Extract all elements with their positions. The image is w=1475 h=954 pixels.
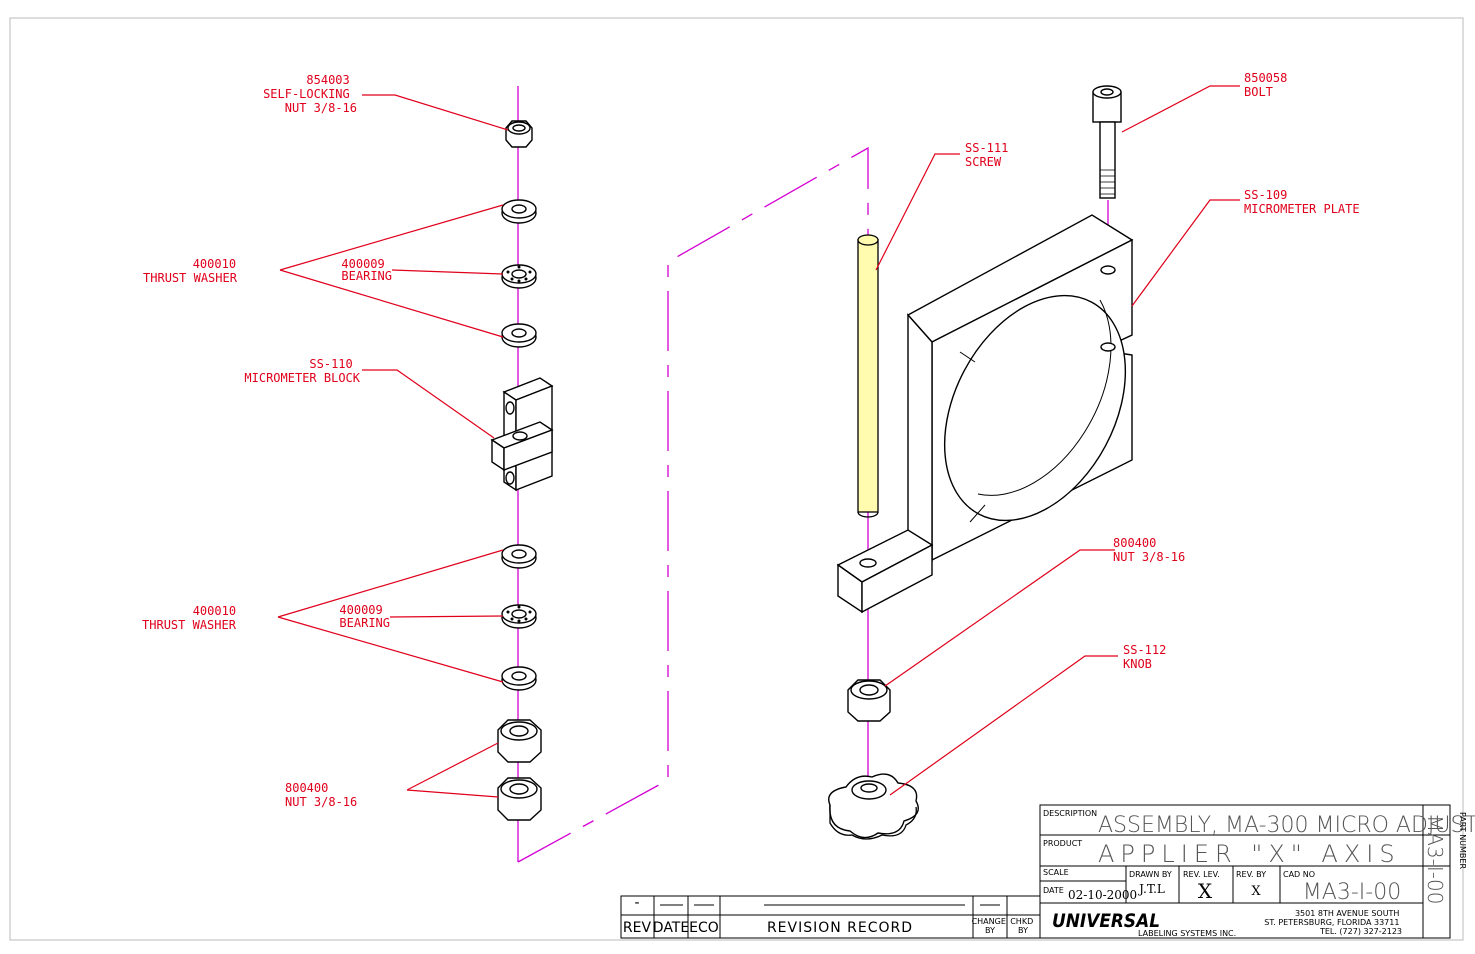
callout-nut-top: 854003 SELF-LOCKING NUT 3/8-16 xyxy=(263,73,357,115)
thrust-washer-2 xyxy=(501,323,537,348)
company-logo: UNIVERSAL xyxy=(1052,910,1160,932)
rev-lev-label: REV. LEV. xyxy=(1183,870,1220,879)
callout-screw: SS-111 SCREW xyxy=(965,141,1016,169)
callout-micrometer-plate: SS-109 MICROMETER PLATE xyxy=(1244,188,1360,216)
date-header: DATE xyxy=(653,920,689,936)
hex-nut-right xyxy=(847,679,891,722)
callout-thrust-washer-1: 400010 THRUST WASHER xyxy=(143,257,243,285)
dashed-assembly-path xyxy=(517,146,869,863)
hex-nut-2 xyxy=(497,777,542,821)
drawn-by-label: DRAWN BY xyxy=(1129,870,1172,879)
part-number-label: PART NUMBER xyxy=(1458,812,1467,869)
company-address: 3501 8TH AVENUE SOUTH ST. PETERSBURG, FL… xyxy=(1264,909,1402,936)
thrust-washer-3 xyxy=(501,544,537,569)
rev-placeholder: - xyxy=(634,895,639,911)
callout-nut-right: 800400 NUT 3/8-16 xyxy=(1113,536,1185,564)
eco-header: ECO xyxy=(689,920,719,936)
revision-record-title: REVISION RECORD xyxy=(767,920,913,936)
description-value: ASSEMBLY, MA-300 MICRO ADJUST xyxy=(1098,813,1475,838)
description-label: DESCRIPTION xyxy=(1043,809,1097,818)
micrometer-block xyxy=(490,377,554,492)
bearing-2 xyxy=(501,604,537,629)
callout-thrust-washer-2: 400010 THRUST WASHER xyxy=(142,604,243,632)
thrust-washer-4 xyxy=(501,666,537,691)
date-label: DATE xyxy=(1043,886,1064,895)
rev-by-label: REV. BY xyxy=(1236,870,1266,879)
revision-record: - REV DATE ECO REVISION RECORD CHANGE BY… xyxy=(620,895,1041,939)
self-locking-nut xyxy=(505,120,533,148)
bearing-1 xyxy=(501,264,537,289)
product-label: PRODUCT xyxy=(1043,839,1082,848)
cad-no-label: CAD NO xyxy=(1283,870,1315,879)
callout-nut-bottom: 800400 NUT 3/8-16 xyxy=(285,781,357,809)
rev-lev-value: X xyxy=(1198,879,1213,903)
title-block: DESCRIPTION ASSEMBLY, MA-300 MICRO ADJUS… xyxy=(1039,804,1475,939)
rev-by-value: X xyxy=(1251,884,1261,899)
bolt xyxy=(1092,85,1122,199)
product-value: APPLIER "X" AXIS xyxy=(1098,840,1401,868)
rev-header: REV xyxy=(623,920,652,936)
screw xyxy=(857,234,879,518)
knob xyxy=(828,773,919,840)
part-number-value: MA3-I-00 xyxy=(1423,815,1447,904)
thrust-washer-1 xyxy=(501,199,537,224)
drawn-by-value: J.T.L xyxy=(1137,882,1165,896)
callout-bolt: 850058 BOLT xyxy=(1244,71,1295,99)
micrometer-plate xyxy=(836,214,1134,614)
change-by-header: CHANGE BY xyxy=(972,917,1009,935)
sheet-border xyxy=(9,17,1464,941)
scale-label: SCALE xyxy=(1043,868,1069,877)
callout-bearing-2: 400009 BEARING xyxy=(339,603,390,630)
callout-bearing-1: 400009 BEARING xyxy=(341,257,392,283)
scale-value: _ xyxy=(1070,867,1076,881)
cad-no-value: MA3-I-00 xyxy=(1303,880,1401,905)
leader-lines xyxy=(277,85,1240,798)
hex-nut-1 xyxy=(497,719,542,763)
callout-micrometer-block: SS-110 MICROMETER BLOCK xyxy=(244,357,360,385)
callout-knob: SS-112 KNOB xyxy=(1123,643,1174,671)
date-value: 02-10-2000 xyxy=(1068,888,1137,902)
company-sub: LABELING SYSTEMS INC. xyxy=(1138,929,1236,938)
chkd-by-header: CHKD BY xyxy=(1010,917,1036,935)
